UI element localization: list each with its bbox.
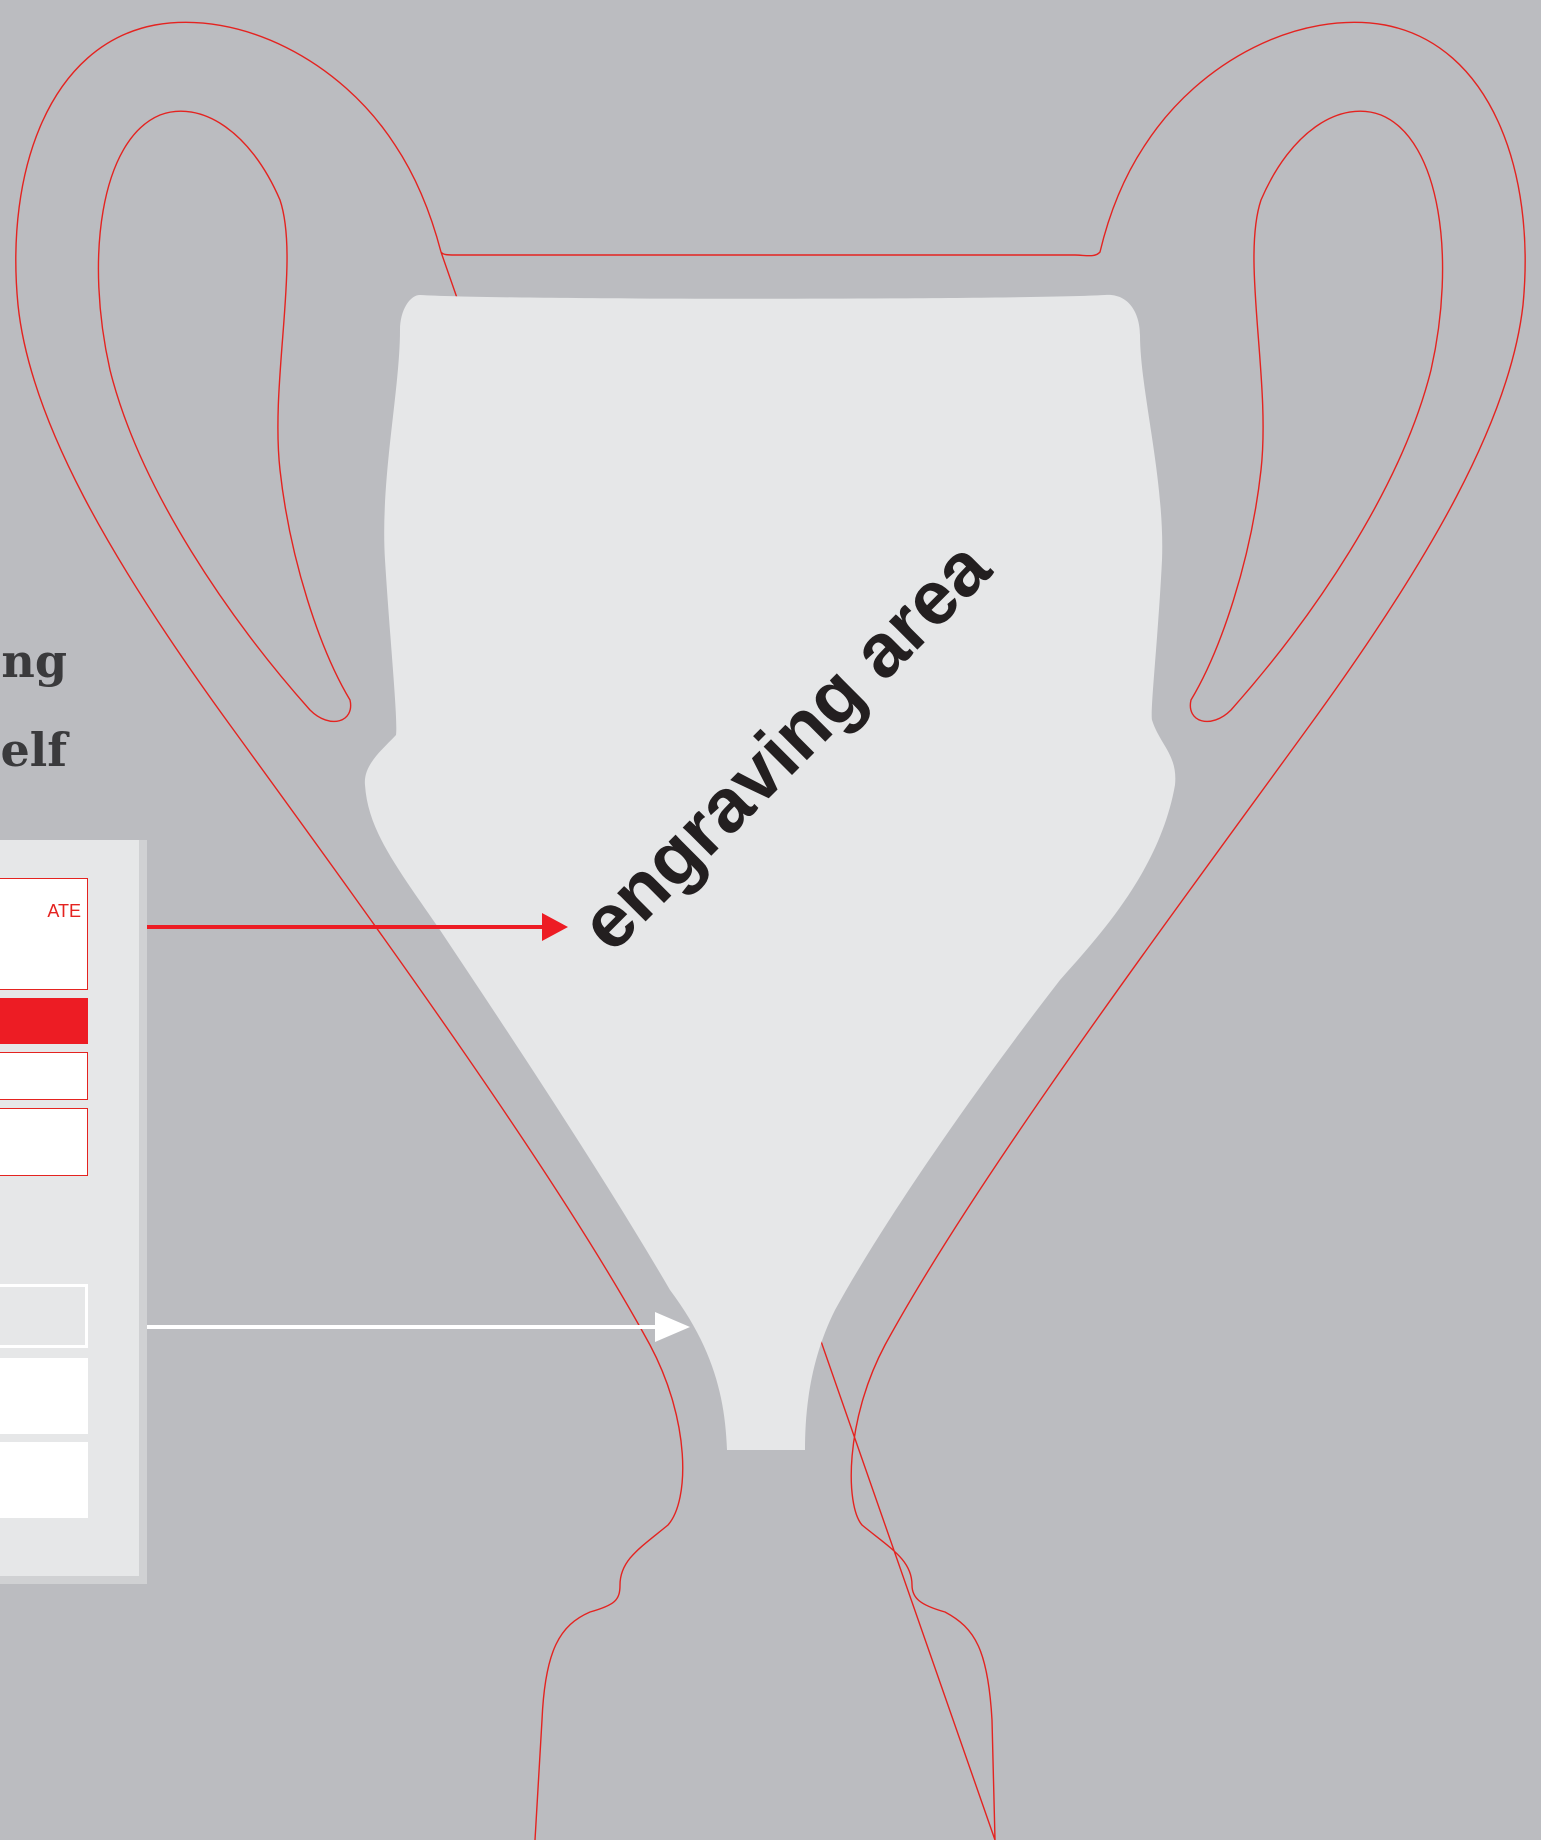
right-handle-inner — [1189, 110, 1444, 723]
engraving-area — [364, 294, 1176, 1450]
red-arrow-icon — [92, 913, 568, 941]
white-filled-box-1 — [0, 1358, 88, 1434]
heading-line-2: elf — [0, 723, 67, 777]
white-arrow-icon — [92, 1312, 690, 1342]
white-filled-box-2 — [0, 1442, 88, 1518]
heading-line-1: ng — [1, 634, 67, 688]
legend-panel: ATE — [0, 840, 147, 1584]
red-outline-box: ATE — [0, 878, 88, 990]
left-handle-inner — [97, 110, 352, 723]
trophy-outline — [15, 21, 1526, 1840]
red-filled-box — [0, 998, 88, 1044]
red-outline-box-medium — [0, 1108, 88, 1176]
red-outline-box-small — [0, 1052, 88, 1100]
white-outline-box — [0, 1284, 88, 1348]
red-box-label: ATE — [47, 901, 81, 921]
